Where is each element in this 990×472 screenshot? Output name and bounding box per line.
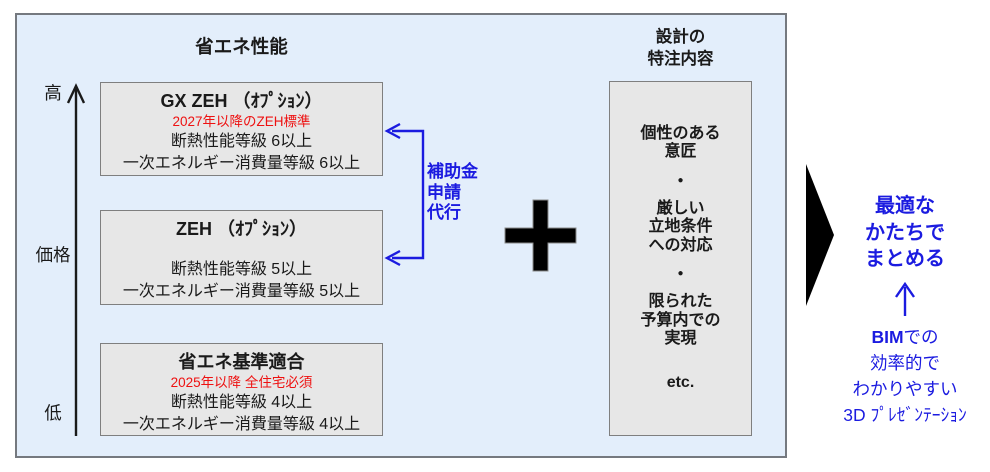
gx-zeh-note: 2027年以降のZEH標準 [172,114,311,129]
gx-zeh-line2: 一次エネルギー消費量等級 6以上 [122,155,361,172]
big-right-arrow-icon [806,164,834,306]
axis-label-price: 価格 [35,245,71,265]
bim-bold-text: BIM [871,327,904,347]
custom-item-design: 個性のある 意匠 [640,124,721,161]
bim-note-line4: 3D ﾌﾟﾚｾﾞﾝﾃｰｼｮﾝ [843,405,967,425]
custom-item-etc: etc. [666,373,695,391]
zeh-box: ZEH （ｵﾌﾟｼｮﾝ） 断熱性能等級 5以上 一次エネルギー消費量等級 5以上 [100,210,383,305]
result-headline: 最適な かたちで まとめる [865,195,945,270]
energy-performance-title: 省エネ性能 [195,36,288,57]
zeh-heading: ZEH （ｵﾌﾟｼｮﾝ） [175,219,307,239]
blue-up-arrow-head [895,281,915,298]
custom-item-site: 厳しい 立地条件 への対応 [648,199,713,254]
bim-note: BIMでの 効率的で わかりやすい 3D ﾌﾟﾚｾﾞﾝﾃｰｼｮﾝ [820,324,990,428]
bullet-icon: ● [677,268,684,280]
blue-up-arrow-icon [895,281,915,316]
price-axis [66,83,86,436]
bim-note-line2: 効率的で [870,353,940,373]
subsidy-bracket-arrow-icon [384,122,425,267]
subsidy-arrowhead-bottom [384,249,401,267]
energy-standard-line2: 一次エネルギー消費量等級 4以上 [122,416,361,433]
plus-icon [504,199,577,272]
bim-note-line3: わかりやすい [852,379,958,399]
gx-zeh-heading: GX ZEH （ｵﾌﾟｼｮﾝ） [160,91,323,111]
custom-design-box: 個性のある 意匠 ● 厳しい 立地条件 への対応 ● 限られた 予算内での 実現… [609,81,752,436]
bullet-icon: ● [677,174,684,186]
axis-label-high: 高 [44,83,62,103]
energy-standard-line1: 断熱性能等級 4以上 [170,394,313,411]
energy-standard-note: 2025年以降 全住宅必須 [170,375,313,390]
subsidy-application-label: 補助金 申請 代行 [427,162,478,222]
custom-item-budget: 限られた 予算内での 実現 [640,293,721,348]
subsidy-arrowhead-top [384,122,401,140]
custom-design-title: 設計の 特注内容 [647,28,714,68]
gx-zeh-box: GX ZEH （ｵﾌﾟｼｮﾝ） 2027年以降のZEH標準 断熱性能等級 6以上… [100,82,383,176]
bim-note-line1: BIMでの [820,324,990,350]
zeh-line2: 一次エネルギー消費量等級 5以上 [122,283,361,300]
gx-zeh-line1: 断熱性能等級 6以上 [170,133,313,150]
subsidy-bracket-path [392,129,425,260]
zeh-note [101,241,382,258]
axis-up-arrow-icon [66,83,86,104]
axis-label-low: 低 [44,403,62,423]
zeh-line1: 断熱性能等級 5以上 [170,261,313,278]
energy-standard-box: 省エネ基準適合 2025年以降 全住宅必須 断熱性能等級 4以上 一次エネルギー… [100,343,383,436]
bim-rest-text: での [903,327,939,347]
energy-standard-heading: 省エネ基準適合 [178,352,305,372]
